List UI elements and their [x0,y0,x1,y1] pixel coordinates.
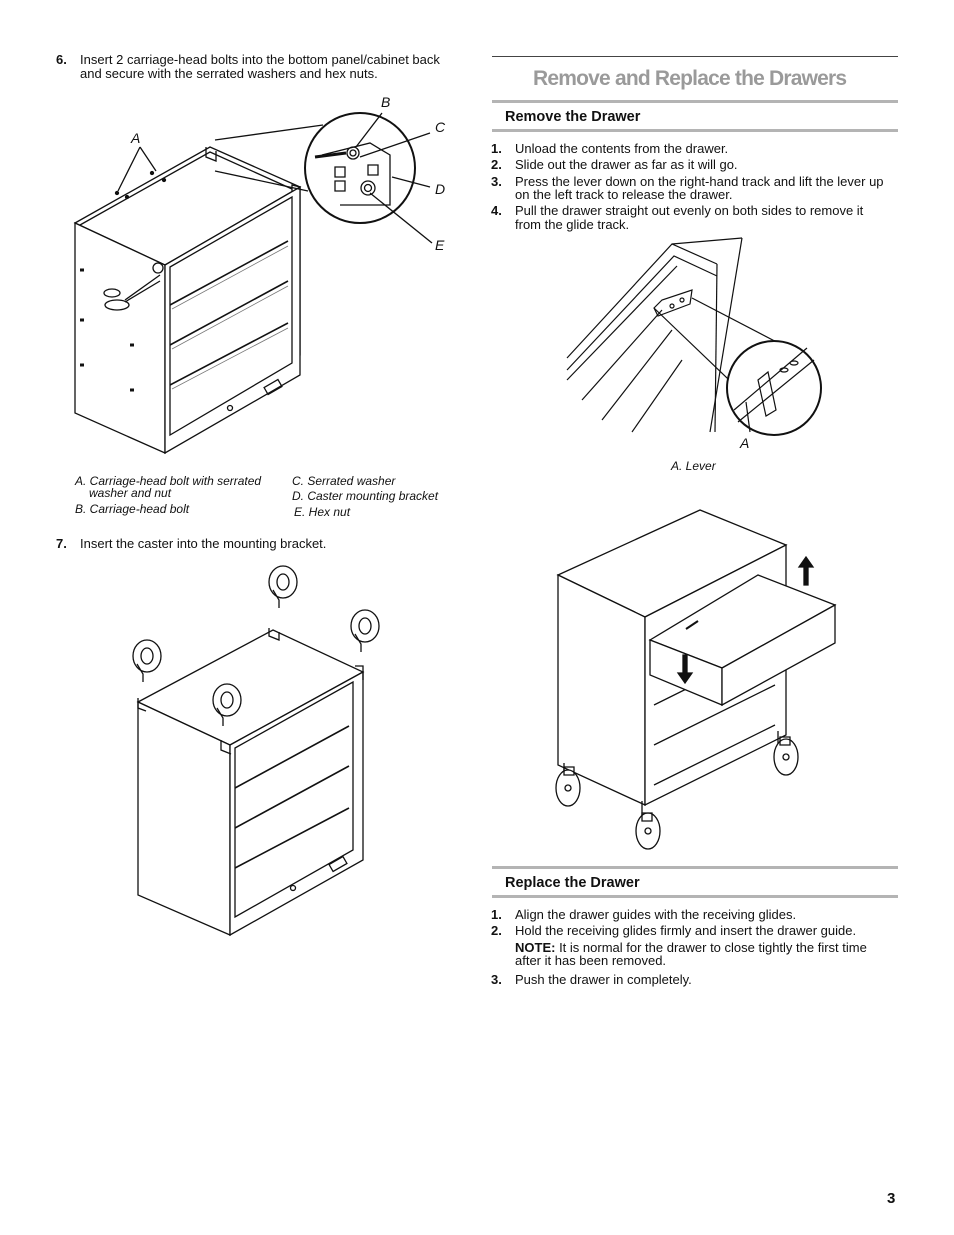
legend-a-line1: A. Carriage-head bolt with serrated [75,474,262,488]
step-text-line1: Insert 2 carriage-head bolts into the bo… [80,52,440,67]
note-text-line2: after it has been removed. [515,953,667,968]
section-title: Remove and Replace the Drawers [533,67,847,90]
step-text-line2: on the left track to release the drawer. [515,187,733,202]
cabinet-bolts-illustration [60,95,460,465]
step-text: Push the drawer in completely. [515,972,692,987]
lever-caption: A. Lever [671,459,716,473]
remove-heading: Remove the Drawer [505,109,641,125]
label-c: C [435,119,446,135]
step-6: 6. Insert 2 carriage-head bolts into the… [56,53,476,83]
replace-note: NOTE: It is normal for the drawer to clo… [515,941,905,971]
step-number: 7. [56,536,67,551]
step-text: Hold the receiving glides firmly and ins… [515,923,857,938]
label-b: B [381,94,391,110]
label-a: A [131,130,141,146]
step-text-line1: Press the lever down on the right-hand t… [515,174,884,189]
step-number: 1. [491,907,502,922]
label-d: D [435,181,446,197]
drawer-lever-illustration [562,240,827,440]
note-text-line1: It is normal for the drawer to close tig… [555,940,867,955]
remove-heading-rule [492,129,898,132]
legend-a-line2: washer and nut [89,486,172,500]
step-7: 7. Insert the caster into the mounting b… [56,537,476,553]
step-number: 2. [491,923,502,938]
legend-c: C. Serrated washer [292,474,396,488]
label-e: E [435,237,445,253]
step-text: Insert the caster into the mounting brac… [80,536,327,551]
replace-step-2: 2. Hold the receiving glides firmly and … [491,924,901,940]
legend-e: E. Hex nut [294,505,351,519]
step-text-line2: and secure with the serrated washers and… [80,66,378,81]
remove-step-1: 1. Unload the contents from the drawer. [491,142,901,158]
section-rule-bottom [492,100,898,103]
replace-rule-top [492,866,898,869]
step-number: 1. [491,141,502,156]
note-label: NOTE: [515,940,556,955]
step-text-line1: Pull the drawer straight out evenly on b… [515,203,864,218]
caster-install-illustration [125,560,395,940]
label-lever: A [740,435,750,451]
replace-heading-rule [492,895,898,898]
replace-heading: Replace the Drawer [505,875,640,891]
step-text: Align the drawer guides with the receivi… [515,907,797,922]
legend-d: D. Caster mounting bracket [292,489,439,503]
step-number: 2. [491,157,502,172]
remove-step-3: 3. Press the lever down on the right-han… [491,175,901,205]
step-number: 3. [491,972,502,987]
section-rule-top [492,56,898,57]
remove-step-4: 4. Pull the drawer straight out evenly o… [491,204,901,234]
replace-step-3: 3. Push the drawer in completely. [491,973,901,989]
step-text: Slide out the drawer as far as it will g… [515,157,738,172]
step-text: Unload the contents from the drawer. [515,141,729,156]
drawer-removal-illustration [550,505,840,855]
step-text-line2: from the glide track. [515,217,630,232]
step-number: 6. [56,52,67,67]
page-number: 3 [887,1190,896,1207]
remove-step-2: 2. Slide out the drawer as far as it wil… [491,158,901,174]
step-number: 4. [491,203,502,218]
legend-b: B. Carriage-head bolt [75,502,190,516]
step-number: 3. [491,174,502,189]
replace-step-1: 1. Align the drawer guides with the rece… [491,908,901,924]
